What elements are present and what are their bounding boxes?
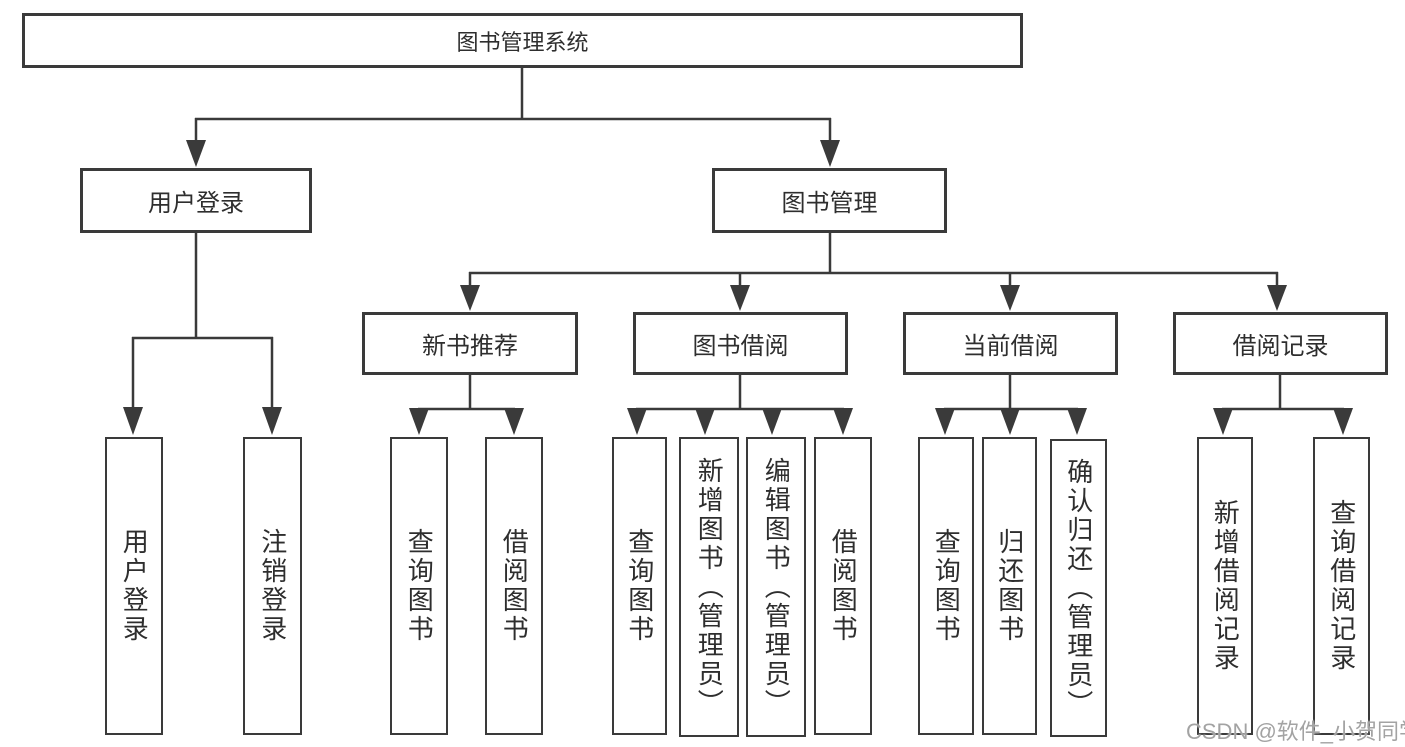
leaf-cb-return-book-label: 归还图书 bbox=[994, 528, 1025, 644]
arrow-down-icon bbox=[1000, 408, 1020, 435]
node-current-borrow: 当前借阅 bbox=[903, 312, 1118, 375]
arrow-down-icon bbox=[262, 407, 282, 435]
node-new-book-recommend: 新书推荐 bbox=[362, 312, 578, 375]
arrow-down-icon bbox=[627, 408, 647, 435]
arrow-down-icon bbox=[1000, 285, 1020, 311]
arrow-down-icon bbox=[1067, 408, 1087, 435]
node-new-book-recommend-label: 新书推荐 bbox=[422, 333, 518, 360]
node-root-label: 图书管理系统 bbox=[456, 29, 589, 55]
arrow-down-icon bbox=[186, 140, 206, 167]
arrow-down-icon bbox=[833, 408, 853, 435]
leaf-bb-add-book-admin-label: 新增图书（管理员） bbox=[694, 456, 725, 718]
node-user-login-label: 用户登录 bbox=[148, 190, 244, 217]
arrow-down-icon bbox=[460, 285, 480, 311]
arrow-down-icon bbox=[730, 285, 750, 311]
arrow-down-icon bbox=[123, 407, 143, 435]
leaf-cb-confirm-return-admin: 确认归还（管理员） bbox=[1050, 439, 1107, 737]
leaf-bb-edit-book-admin: 编辑图书（管理员） bbox=[746, 437, 806, 737]
leaf-user-login-label: 用户登录 bbox=[119, 528, 150, 644]
leaf-br-add-record-label: 新增借阅记录 bbox=[1210, 499, 1241, 673]
leaf-nbr-query-book-label: 查询图书 bbox=[404, 528, 435, 644]
connector-borrowrecord-to-leaves bbox=[1222, 373, 1344, 411]
connector-bookborrow-to-leaves bbox=[636, 373, 844, 411]
leaf-user-login: 用户登录 bbox=[105, 437, 163, 735]
leaf-bb-add-book-admin: 新增图书（管理员） bbox=[679, 437, 739, 737]
arrow-down-icon bbox=[1267, 285, 1287, 311]
leaf-cb-query-book-label: 查询图书 bbox=[931, 528, 962, 644]
leaf-nbr-query-book: 查询图书 bbox=[390, 437, 448, 735]
node-book-borrow: 图书借阅 bbox=[633, 312, 848, 375]
leaf-bb-edit-book-admin-label: 编辑图书（管理员） bbox=[761, 456, 792, 718]
arrow-down-icon bbox=[504, 408, 524, 435]
leaf-br-query-record: 查询借阅记录 bbox=[1313, 437, 1370, 735]
leaf-bb-query-book: 查询图书 bbox=[612, 437, 667, 735]
leaf-bb-borrow-book: 借阅图书 bbox=[814, 437, 872, 735]
connector-bookmgmt-to-level3 bbox=[468, 231, 1279, 287]
leaf-br-query-record-label: 查询借阅记录 bbox=[1326, 499, 1357, 673]
node-book-borrow-label: 图书借阅 bbox=[692, 333, 789, 360]
leaf-cb-return-book: 归还图书 bbox=[982, 437, 1037, 735]
leaf-br-add-record: 新增借阅记录 bbox=[1197, 437, 1253, 735]
arrow-down-icon bbox=[409, 408, 429, 435]
connector-root-to-level2 bbox=[194, 67, 832, 141]
arrow-down-icon bbox=[935, 408, 955, 435]
node-current-borrow-label: 当前借阅 bbox=[962, 333, 1059, 360]
connector-currentborrow-to-leaves bbox=[944, 373, 1078, 411]
arrow-down-icon bbox=[1213, 408, 1233, 435]
node-user-login: 用户登录 bbox=[80, 168, 312, 233]
leaf-cb-confirm-return-admin-label: 确认归还（管理员） bbox=[1063, 457, 1094, 719]
csdn-watermark: CSDN @软件_小贺同学 bbox=[1186, 719, 1405, 744]
leaf-nbr-borrow-book: 借阅图书 bbox=[485, 437, 543, 735]
leaf-bb-borrow-book-label: 借阅图书 bbox=[828, 528, 859, 644]
connector-userlogin-to-leaves bbox=[131, 231, 274, 409]
node-root: 图书管理系统 bbox=[22, 13, 1023, 68]
arrow-down-icon bbox=[820, 140, 840, 167]
leaf-logout: 注销登录 bbox=[243, 437, 302, 735]
node-borrow-record: 借阅记录 bbox=[1173, 312, 1388, 375]
node-book-management: 图书管理 bbox=[712, 168, 947, 233]
node-borrow-record-label: 借阅记录 bbox=[1232, 333, 1329, 360]
leaf-nbr-borrow-book-label: 借阅图书 bbox=[499, 528, 530, 644]
leaf-bb-query-book-label: 查询图书 bbox=[624, 528, 655, 644]
leaf-cb-query-book: 查询图书 bbox=[918, 437, 974, 735]
leaf-logout-label: 注销登录 bbox=[257, 528, 288, 644]
arrow-down-icon bbox=[695, 408, 715, 435]
node-book-management-label: 图书管理 bbox=[781, 190, 878, 217]
connector-newbook-to-leaves bbox=[418, 373, 515, 411]
arrow-down-icon bbox=[762, 408, 782, 435]
arrow-down-icon bbox=[1333, 408, 1353, 435]
